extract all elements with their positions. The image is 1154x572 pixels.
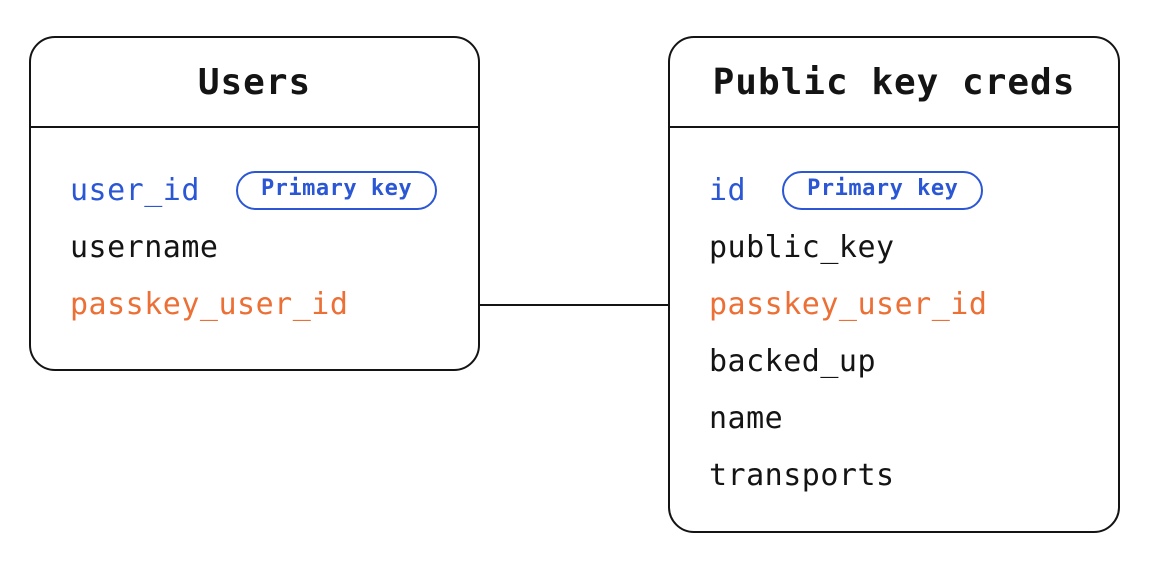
entity-public-key-creds-table: Public key creds id Primary key public_k…: [668, 36, 1120, 533]
field-row: public_key: [709, 219, 1118, 276]
entity-users-title: Users: [31, 38, 478, 128]
field-row: passkey_user_id: [70, 276, 478, 333]
entity-public-key-creds-fields: id Primary key public_key passkey_user_i…: [670, 128, 1118, 504]
field-name-backed-up: backed_up: [709, 344, 877, 379]
field-name-name: name: [709, 401, 784, 436]
relationship-connector-line: [478, 303, 670, 306]
field-row: passkey_user_id: [709, 276, 1118, 333]
field-row: backed_up: [709, 333, 1118, 390]
field-name-username: username: [70, 230, 219, 265]
primary-key-badge: Primary key: [235, 171, 438, 210]
entity-users-table: Users user_id Primary key username passk…: [29, 36, 480, 371]
field-row: id Primary key: [709, 162, 1118, 219]
field-row: user_id Primary key: [70, 162, 478, 219]
field-name-public-key: public_key: [709, 230, 895, 265]
entity-users-fields: user_id Primary key username passkey_use…: [31, 128, 478, 333]
field-name-user-id: user_id: [70, 173, 200, 208]
field-row: transports: [709, 447, 1118, 504]
entity-public-key-creds-title: Public key creds: [670, 38, 1118, 128]
field-name-passkey-user-id: passkey_user_id: [70, 287, 349, 322]
field-name-passkey-user-id: passkey_user_id: [709, 287, 988, 322]
field-row: username: [70, 219, 478, 276]
primary-key-badge: Primary key: [782, 171, 984, 210]
field-name-id: id: [709, 173, 747, 208]
field-name-transports: transports: [709, 458, 895, 493]
field-row: name: [709, 390, 1118, 447]
